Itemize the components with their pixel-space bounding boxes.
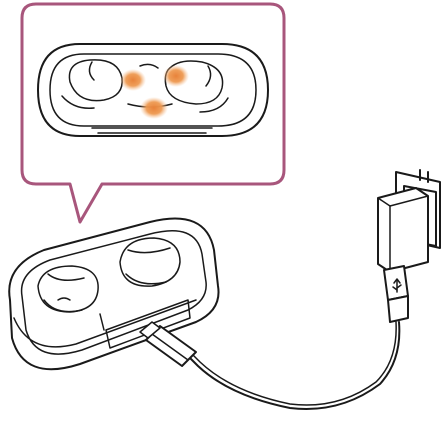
indicator-light-left [120, 69, 146, 91]
indicator-light-center [140, 97, 168, 119]
usb-cable [188, 322, 399, 409]
case-earbud-right [120, 238, 180, 286]
ac-adapter [378, 170, 440, 272]
case-earbud-left [38, 266, 98, 312]
zoomed-case [38, 44, 268, 136]
indicator-light-right [163, 65, 189, 87]
usb-plug [384, 266, 408, 322]
